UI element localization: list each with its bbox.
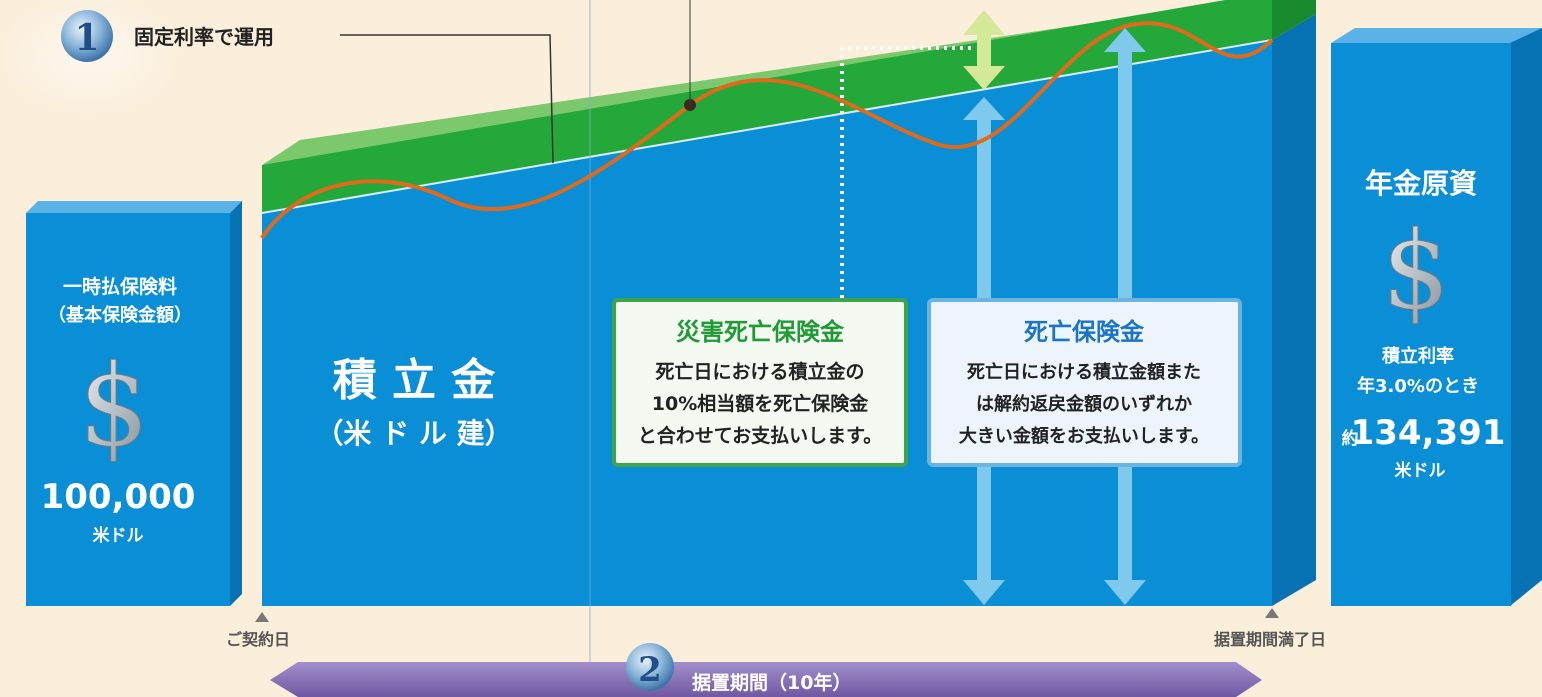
accident-box-frame: [612, 298, 908, 467]
annuity-box-top: [1331, 28, 1542, 43]
annuity-amount: 134,391: [1351, 413, 1506, 453]
premium-box-side: [230, 201, 242, 606]
premium-unit: 米ドル: [93, 525, 144, 546]
green-band: [262, 0, 1272, 213]
step1-text: 固定利率で運用: [134, 25, 274, 49]
accumulation-title: 積 立 金: [333, 355, 497, 406]
death-line1: 死亡日における積立金額また: [967, 361, 1201, 383]
premium-box-top: [26, 201, 242, 213]
death-title: 死亡保険金: [1024, 318, 1145, 346]
accumulation-subtitle: （米 ド ル 建）: [315, 417, 512, 450]
annuity-rate-line1: 積立利率: [1381, 345, 1454, 367]
deferral-arrow-bar: [270, 662, 1262, 697]
premium-box: 一時払保険料 （基本保険金額） $ 100,000 米ドル: [26, 201, 242, 606]
step2-number: 2: [638, 650, 662, 690]
death-benefit-box: 死亡保険金 死亡日における積立金額また は解約返戻金額のいずれか 大きい金額をお…: [927, 298, 1242, 467]
step1-callout-line: [340, 34, 554, 164]
annuity-unit: 米ドル: [1395, 460, 1446, 481]
annuity-box-front: [1331, 43, 1511, 606]
green-side: [1272, 0, 1316, 40]
annuity-fund-box: 年金原資 $ 積立利率 年3.0%のとき 約 134,391 米ドル: [1331, 28, 1542, 606]
deferral-end-label: 据置期間満了日: [1214, 630, 1326, 649]
contract-date-label: ご契約日: [226, 630, 290, 649]
end-marker-icon: [1265, 608, 1279, 618]
arrow-head-up: [1104, 28, 1146, 52]
blue-side: [1272, 14, 1316, 606]
premium-amount: 100,000: [41, 477, 196, 517]
market-value-curve: [260, 21, 1274, 240]
accident-title: 災害死亡保険金: [676, 318, 845, 346]
arrow-head-down: [963, 580, 1005, 605]
step1-label: 1 固定利率で運用: [61, 10, 274, 62]
step1-ball-icon: [61, 10, 113, 62]
dollar-icon: $: [1382, 209, 1451, 334]
step1-number: 1: [74, 17, 99, 59]
annuity-rate-line2: 年3.0%のとき: [1357, 375, 1479, 397]
premium-title-line1: 一時払保険料: [63, 275, 177, 298]
annuity-box-side: [1510, 28, 1542, 606]
dollar-icon: $: [78, 342, 149, 472]
arrow-head-down: [1104, 580, 1146, 605]
base-line: [261, 39, 1273, 214]
death-line2: は解約返戻金額のいずれか: [976, 393, 1192, 415]
accident-line2: 10%相当額を死亡保険金: [652, 392, 869, 415]
arrow-head-down: [963, 66, 1005, 90]
start-marker-icon: [255, 612, 269, 622]
arrow-head-up: [963, 97, 1005, 120]
accident-line3: と合わせてお支払いします。: [638, 424, 883, 447]
annuity-title: 年金原資: [1365, 167, 1477, 200]
step2-ball-icon: [626, 643, 674, 691]
premium-title-line2: （基本保険金額）: [48, 304, 192, 326]
step2-text: 据置期間（10年）: [692, 671, 851, 694]
annuity-amount-prefix: 約: [1342, 428, 1359, 449]
arrow-head-up: [963, 10, 1005, 35]
accident-line1: 死亡日における積立金の: [655, 360, 864, 383]
accident-benefit-box: 災害死亡保険金 死亡日における積立金の 10%相当額を死亡保険金 と合わせてお支…: [612, 298, 908, 467]
death-line3: 大きい金額をお支払いします。: [959, 425, 1209, 447]
dotted-connector: [840, 46, 972, 298]
premium-box-front: [26, 213, 230, 606]
deferral-period-bar: 2 据置期間（10年）: [270, 643, 1262, 697]
arrow-shaft: [977, 35, 991, 67]
accident-arrow: [963, 10, 1005, 90]
death-box-frame: [927, 298, 1242, 467]
